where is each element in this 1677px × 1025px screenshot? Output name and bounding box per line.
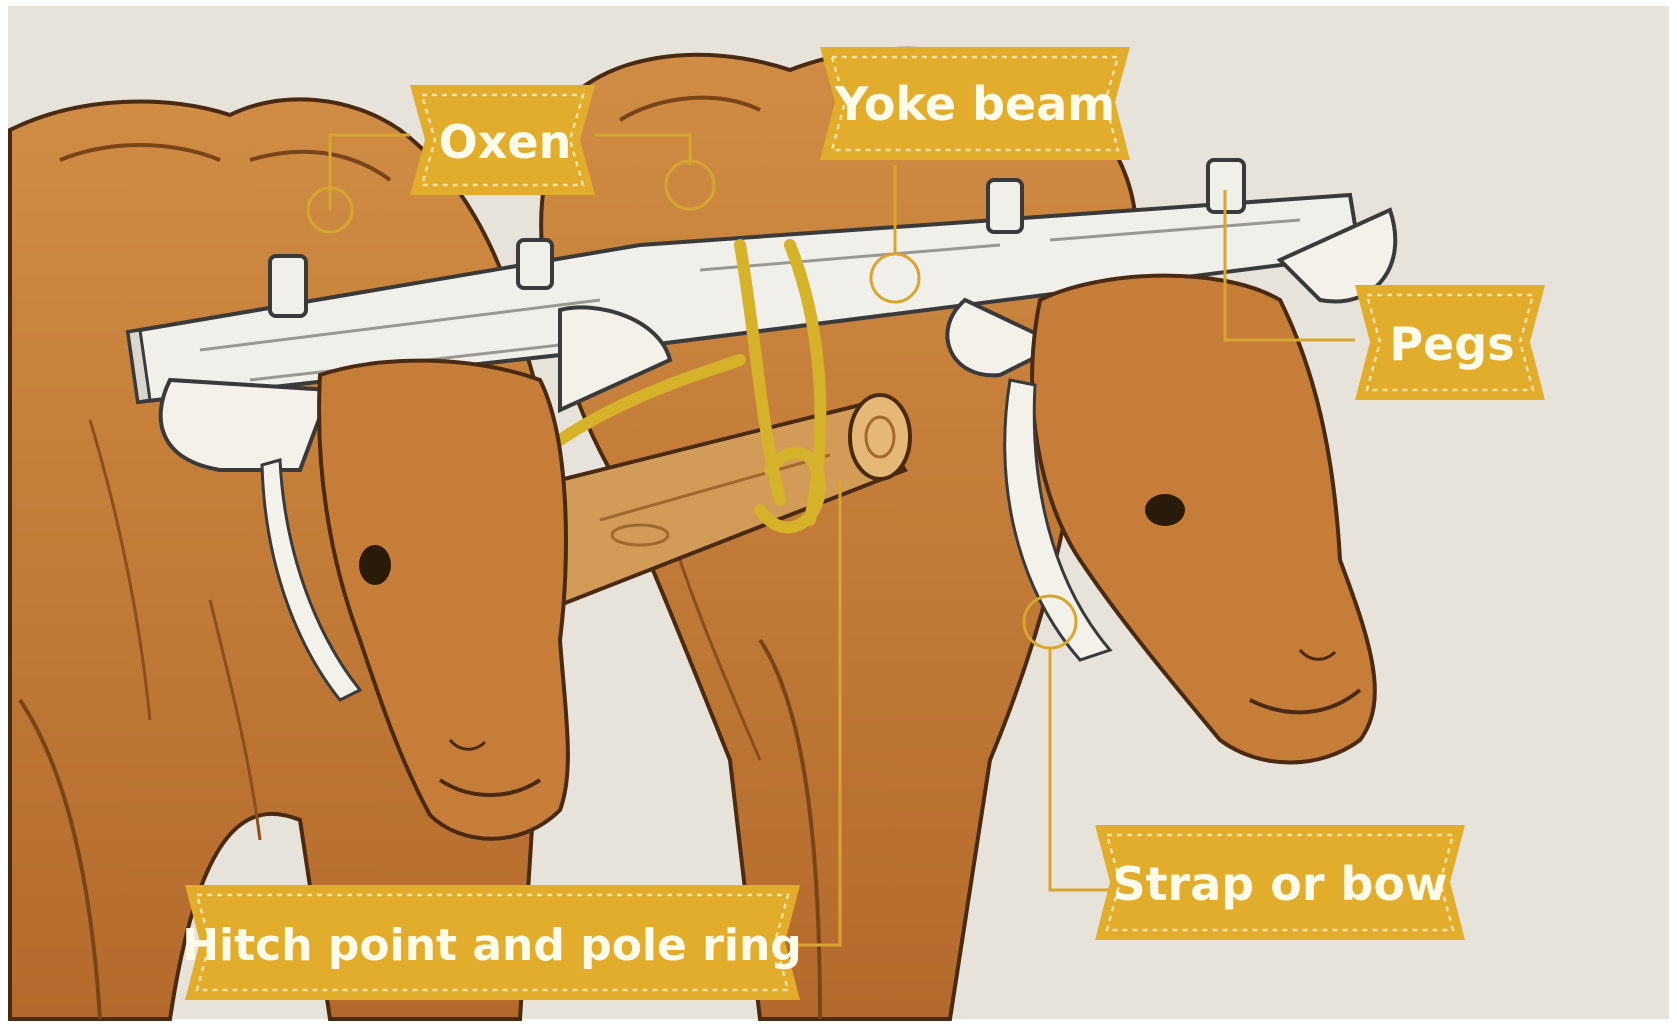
label-strap-or-bow-text: Strap or bow (1112, 857, 1447, 911)
label-pegs-text: Pegs (1389, 317, 1514, 371)
label-oxen: Oxen (410, 85, 595, 195)
label-oxen-text: Oxen (439, 115, 572, 169)
label-hitch-point-text: Hitch point and pole ring (182, 920, 802, 971)
label-hitch-point: Hitch point and pole ring (182, 885, 802, 1000)
label-pegs: Pegs (1355, 285, 1545, 400)
label-yoke-beam: Yoke beam (820, 47, 1130, 160)
label-strap-or-bow: Strap or bow (1095, 825, 1465, 940)
label-yoke-beam-text: Yoke beam (834, 77, 1115, 131)
